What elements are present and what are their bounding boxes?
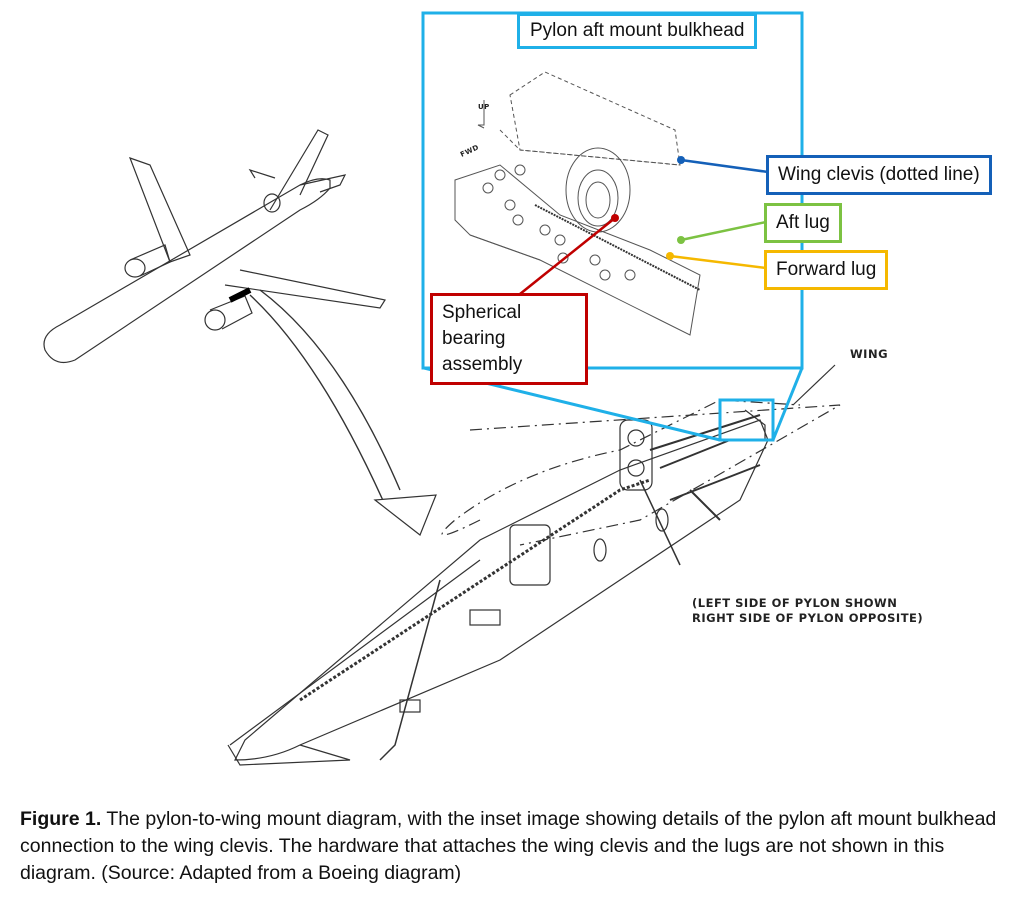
spherical-bearing-label: Spherical bearing assembly <box>430 293 588 385</box>
forward-lug-label: Forward lug <box>764 250 889 290</box>
bulkhead-illustration <box>454 71 701 336</box>
inset-title: Pylon aft mount bulkhead <box>517 13 758 49</box>
pylon-side-note-line1: (LEFT SIDE OF PYLON SHOWN <box>692 596 898 610</box>
pylon-illustration <box>227 364 841 766</box>
aft-lug-label: Aft lug <box>764 203 842 243</box>
wing-note: WING <box>850 347 889 361</box>
airplane-illustration <box>43 129 437 536</box>
pylon-side-note-line2: RIGHT SIDE OF PYLON OPPOSITE) <box>692 611 924 625</box>
up-direction-mark: UP <box>478 103 490 111</box>
caption-label: Figure 1. <box>20 808 102 830</box>
caption-text: The pylon-to-wing mount diagram, with th… <box>20 808 997 884</box>
figure-caption: Figure 1. The pylon-to-wing mount diagra… <box>20 806 1010 887</box>
wing-clevis-label: Wing clevis (dotted line) <box>766 155 992 195</box>
leader-lines <box>519 156 769 295</box>
inset-callout-box <box>718 398 775 442</box>
